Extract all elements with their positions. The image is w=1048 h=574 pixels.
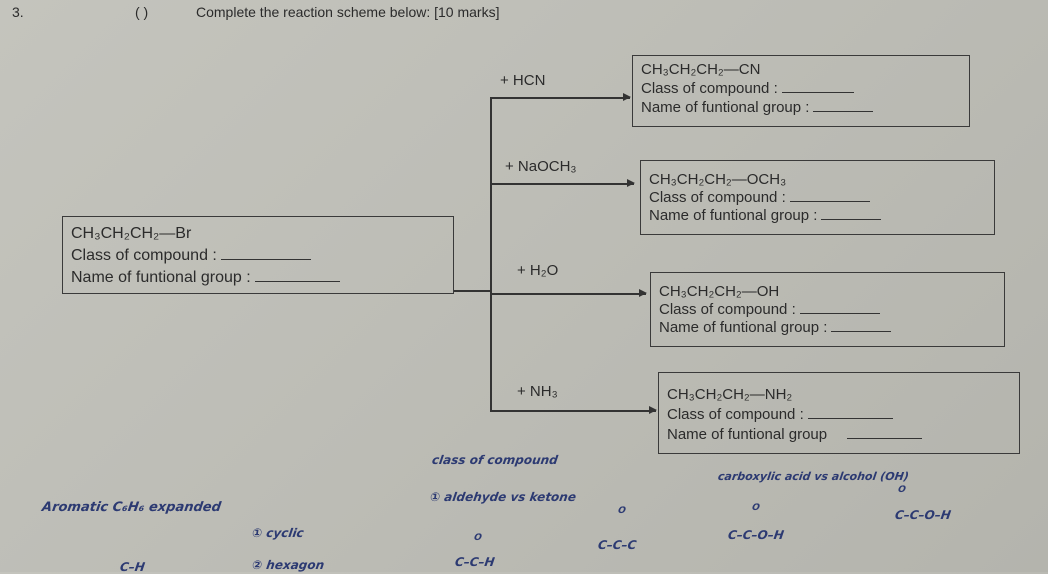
reagent-naoch3: + NaOCH₃	[505, 158, 577, 175]
group-blank	[813, 111, 874, 112]
product-formula: CH₃CH₂CH₂—NH₂	[667, 386, 793, 403]
product-formula: CH₃CH₂CH₂—OH	[659, 283, 780, 300]
note-aldehyde-ketone: ① aldehyde vs ketone	[429, 490, 578, 504]
class-blank	[220, 259, 311, 260]
note-class-of-compound: class of compound	[431, 453, 559, 467]
note-acid-structure: C–C–O–H	[727, 528, 785, 542]
arrow-h2o	[490, 290, 647, 296]
starting-formula: CH₃CH₂CH₂—Br	[71, 225, 192, 242]
product-formula: CH₃CH₂CH₂—CN	[641, 61, 761, 78]
group-blank	[821, 219, 882, 220]
group-blank	[254, 281, 340, 282]
group-field: Name of funtional group :	[71, 267, 445, 289]
group-field: Name of funtional group :	[641, 98, 961, 117]
product-box-alcohol: CH₃CH₂CH₂—OH Class of compound : Name of…	[650, 272, 1005, 347]
question-instruction: Complete the reaction scheme below: [10 …	[196, 4, 500, 20]
class-field: Class of compound :	[659, 301, 996, 319]
arrow-hcn	[490, 94, 631, 100]
group-blank	[831, 331, 892, 332]
note-o4: O	[897, 485, 907, 495]
product-box-nitrile: CH₃CH₂CH₂—CN Class of compound : Name of…	[632, 55, 970, 127]
note-aromatic: Aromatic C₆H₆ expanded	[40, 500, 222, 515]
arrow-nh3	[490, 407, 657, 413]
question-part: ( )	[135, 4, 149, 20]
class-field: Class of compound :	[649, 189, 986, 207]
reagent-nh3: + NH₃	[517, 383, 558, 400]
reagent-hcn: + HCN	[500, 72, 546, 89]
arrow-naoch3	[490, 180, 635, 186]
note-alcohol-structure: C–C–O–H	[894, 508, 952, 522]
class-blank	[789, 201, 870, 202]
starting-material-box: CH₃CH₂CH₂—Br Class of compound : Name of…	[62, 216, 454, 294]
product-box-ether: CH₃CH₂CH₂—OCH₃ Class of compound : Name …	[640, 160, 995, 235]
class-field: Class of compound :	[71, 245, 445, 267]
group-field: Name of funtional group :	[659, 319, 996, 337]
note-o2: O	[617, 506, 627, 516]
note-carboxylic-alcohol: carboxylic acid vs alcohol (OH)	[717, 470, 910, 483]
class-blank	[799, 313, 880, 314]
note-aldehyde-structure: C–C–H	[454, 555, 496, 569]
question-number: 3.	[12, 4, 24, 20]
class-blank	[807, 418, 893, 419]
connector-line	[454, 290, 490, 292]
product-formula: CH₃CH₂CH₂—OCH₃	[649, 171, 787, 188]
class-blank	[781, 92, 854, 93]
branch-line	[490, 97, 492, 411]
group-field: Name of funtional group :	[649, 207, 986, 225]
reagent-h2o: + H₂O	[517, 262, 559, 279]
note-o3: O	[751, 503, 761, 513]
note-o1: O	[473, 533, 483, 543]
class-field: Class of compound :	[667, 405, 1011, 425]
group-blank	[847, 438, 923, 439]
product-box-amine: CH₃CH₂CH₂—NH₂ Class of compound : Name o…	[658, 372, 1020, 454]
note-hexagon: ② hexagon	[251, 558, 326, 572]
note-cyclic: ① cyclic	[251, 526, 305, 540]
class-field: Class of compound :	[641, 79, 961, 98]
group-field: Name of funtional group	[667, 425, 1011, 445]
note-ketone-structure: C–C–C	[597, 538, 638, 552]
